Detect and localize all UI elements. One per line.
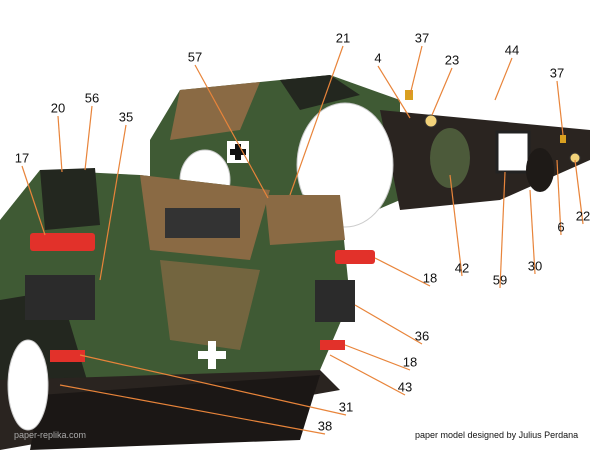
- part-number-label: 20: [50, 100, 66, 116]
- site-watermark: paper-replika.com: [14, 430, 87, 440]
- leader-line: [409, 45, 423, 96]
- designer-credit: paper model designed by Julius Perdana: [415, 430, 579, 440]
- leader-line: [79, 354, 347, 416]
- leader-line: [449, 174, 463, 277]
- part-number-label: 35: [118, 109, 134, 125]
- right-grille: [315, 280, 355, 322]
- cross-marking: [198, 341, 226, 369]
- part-number-label: 38: [317, 418, 333, 434]
- leader-lines: [21, 45, 584, 435]
- leader-line: [289, 45, 344, 196]
- leader-line: [84, 105, 93, 171]
- part-number-label: 18: [422, 270, 438, 286]
- part-number-label: 22: [575, 208, 591, 224]
- leader-line: [194, 64, 269, 199]
- leader-line: [529, 189, 536, 275]
- part-number-label: 23: [444, 52, 460, 68]
- leader-line: [329, 354, 406, 396]
- part-number-label: 18: [402, 354, 418, 370]
- rear-vehicle-front: [380, 110, 590, 210]
- part-number-label: 43: [397, 379, 413, 395]
- leader-line: [431, 67, 453, 116]
- part-number-label: 57: [187, 49, 203, 65]
- part-number-label: 56: [84, 90, 100, 106]
- right-tail-light: [335, 250, 375, 264]
- leader-line: [377, 65, 411, 119]
- part-number-label: 36: [414, 328, 430, 344]
- part-number-label: 37: [414, 30, 430, 46]
- leader-line: [499, 171, 506, 289]
- leader-line: [574, 159, 584, 225]
- iron-cross-marking: [227, 141, 249, 163]
- part-number-label: 6: [557, 219, 565, 235]
- leader-line: [494, 57, 513, 101]
- leader-line: [344, 344, 411, 371]
- leader-line: [556, 80, 564, 136]
- leader-line: [21, 165, 46, 236]
- part-number-label: 4: [374, 50, 382, 66]
- part-number-label: 37: [549, 65, 565, 81]
- leader-line: [556, 159, 562, 236]
- leader-line: [354, 304, 423, 345]
- left-grille: [25, 275, 95, 320]
- leader-line: [59, 384, 326, 435]
- leader-line: [99, 124, 127, 281]
- part-number-label: 30: [527, 258, 543, 274]
- part-number-label: 31: [338, 399, 354, 415]
- part-number-label: 44: [504, 42, 520, 58]
- part-number-label: 17: [14, 150, 30, 166]
- part-number-label: 21: [335, 30, 351, 46]
- leader-line: [374, 257, 431, 287]
- part-number-label: 59: [492, 272, 508, 288]
- part-number-label: 42: [454, 260, 470, 276]
- leader-line: [57, 115, 63, 173]
- left-tail-light: [30, 233, 95, 251]
